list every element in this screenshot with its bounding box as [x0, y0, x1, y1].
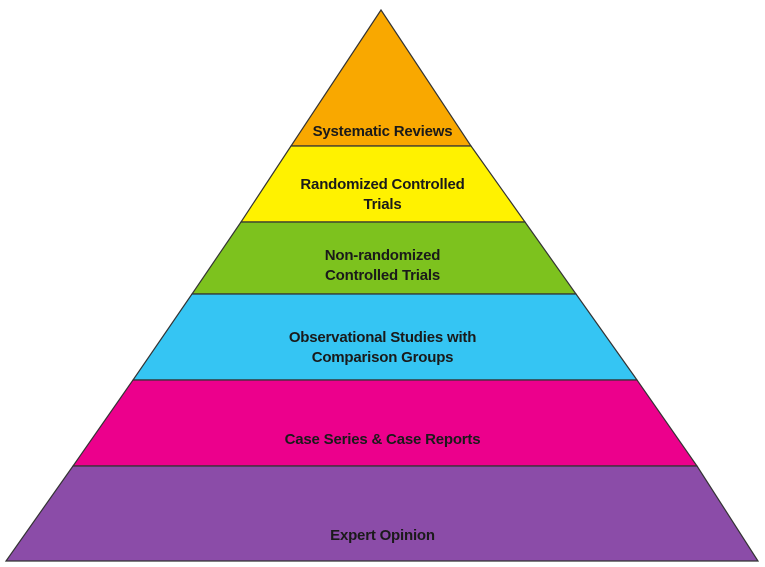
- tier-shape-systematic-reviews: [289, 8, 473, 147]
- tier-shape-case-series-reports: [71, 379, 699, 467]
- tier-shape-observational-studies: [131, 293, 639, 381]
- tier-shape-non-randomized-controlled-trials: [190, 221, 578, 295]
- tier-shape-randomized-controlled-trials: [239, 145, 527, 223]
- tier-shape-expert-opinion: [4, 465, 760, 562]
